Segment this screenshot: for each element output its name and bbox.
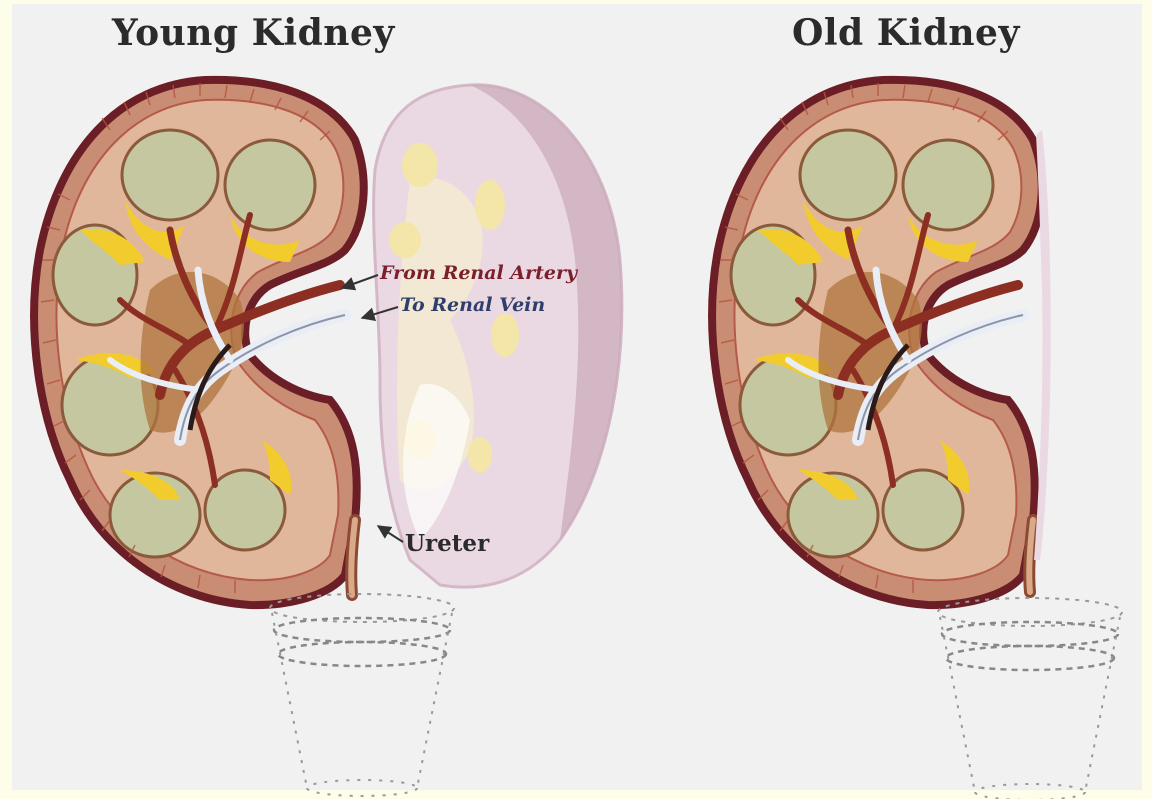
- artery-arrow: [342, 275, 378, 288]
- ureter-label: Ureter: [405, 530, 489, 557]
- renal-artery-label: From Renal Artery: [380, 262, 577, 284]
- old-urine-cup: [938, 598, 1122, 799]
- young-kidney-cut-section: [374, 85, 622, 587]
- old-kidney: [712, 80, 1042, 605]
- old-kidney-title: Old Kidney: [792, 12, 1020, 54]
- young-kidney-title: Young Kidney: [112, 12, 395, 54]
- young-urine-cup: [270, 594, 454, 796]
- renal-vein-label: To Renal Vein: [400, 294, 545, 316]
- young-kidney: [34, 80, 364, 605]
